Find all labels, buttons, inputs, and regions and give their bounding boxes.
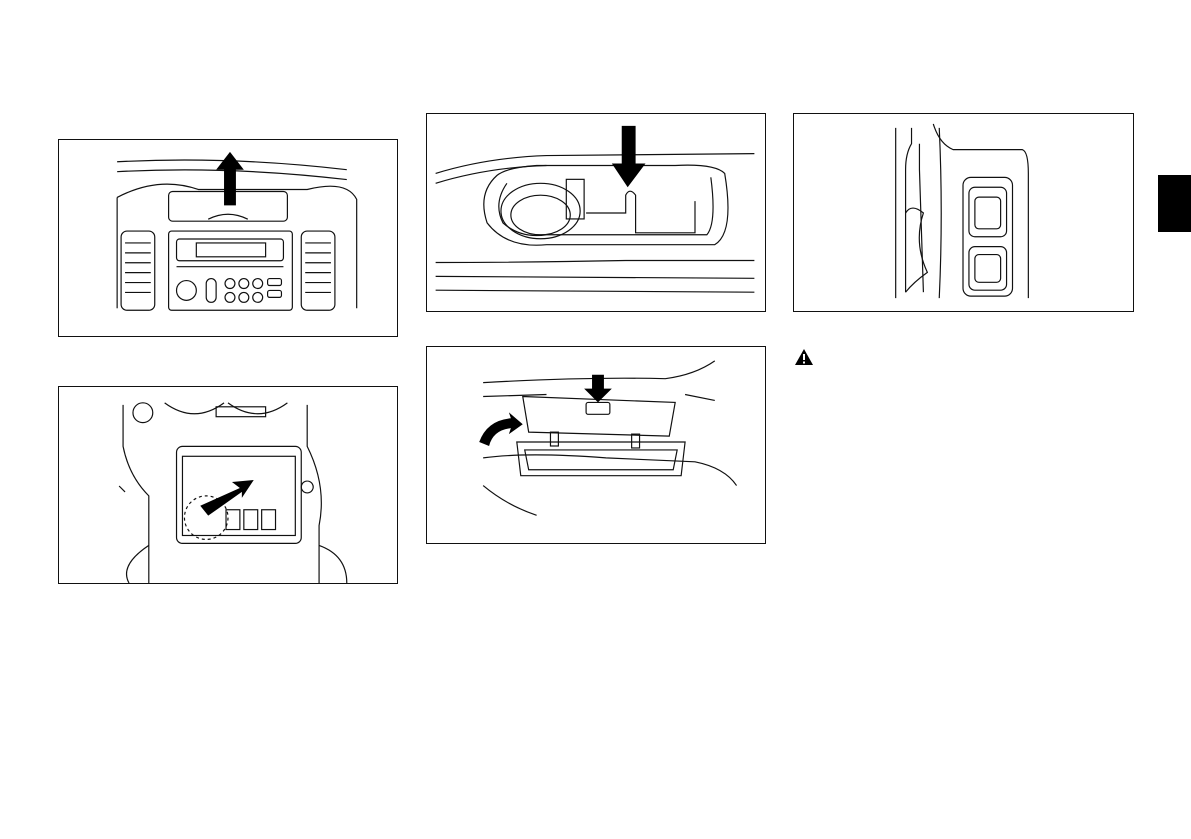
storage-lid-illustration <box>427 347 765 543</box>
side-console-illustration <box>794 114 1133 311</box>
console-tray-illustration <box>59 387 397 583</box>
figure-console-tray <box>58 386 398 584</box>
figure-dash-storage <box>58 139 398 337</box>
dash-storage-illustration <box>59 140 397 336</box>
cup-holder-illustration <box>427 114 765 311</box>
figure-cup-holder <box>426 113 766 312</box>
down-arrow-icon <box>612 126 646 187</box>
warning-triangle-icon <box>795 349 813 365</box>
section-tab <box>1158 175 1191 232</box>
figure-storage-lid <box>426 346 766 544</box>
lift-arrow-icon <box>479 412 523 446</box>
figure-side-console <box>793 113 1134 312</box>
push-arrow-icon <box>200 480 253 516</box>
